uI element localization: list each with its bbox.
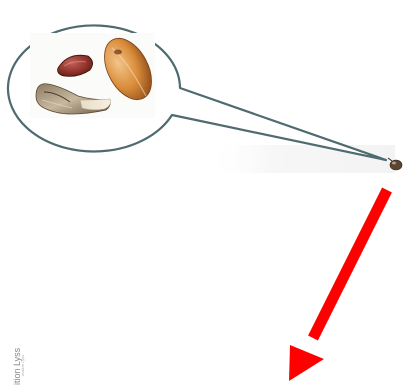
pointer-shadow <box>205 145 395 173</box>
seed-parts-photo <box>30 30 161 118</box>
red-arrow <box>289 190 387 381</box>
